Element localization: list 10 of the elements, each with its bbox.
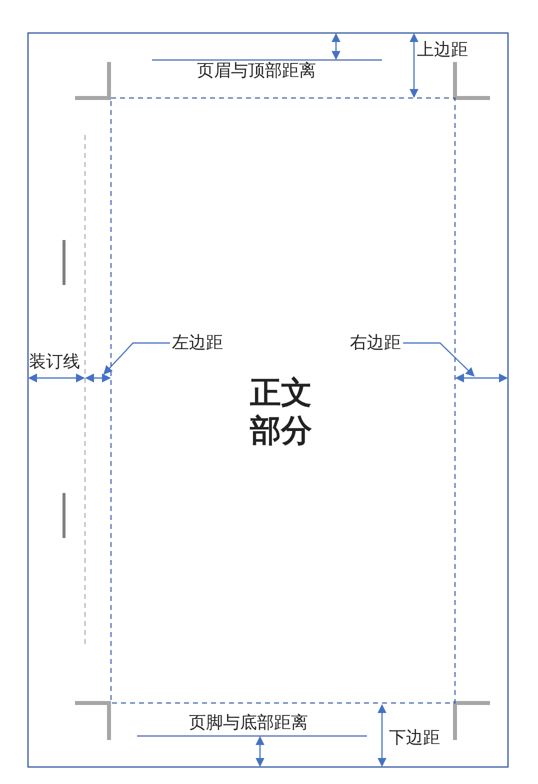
dimension-label: 页眉与顶部距离	[197, 61, 316, 81]
margin-label: 左边距	[172, 333, 223, 353]
margin-label: 右边距	[350, 333, 401, 353]
dimension-label: 页脚与底部距离	[189, 713, 308, 733]
dimension-label: 装订线	[29, 352, 80, 372]
leader-line	[403, 342, 475, 377]
leader-line	[103, 342, 170, 375]
dimension-label: 上边距	[417, 40, 468, 60]
dimension-label: 下边距	[389, 728, 440, 748]
body-label: 正文部分	[248, 374, 313, 450]
